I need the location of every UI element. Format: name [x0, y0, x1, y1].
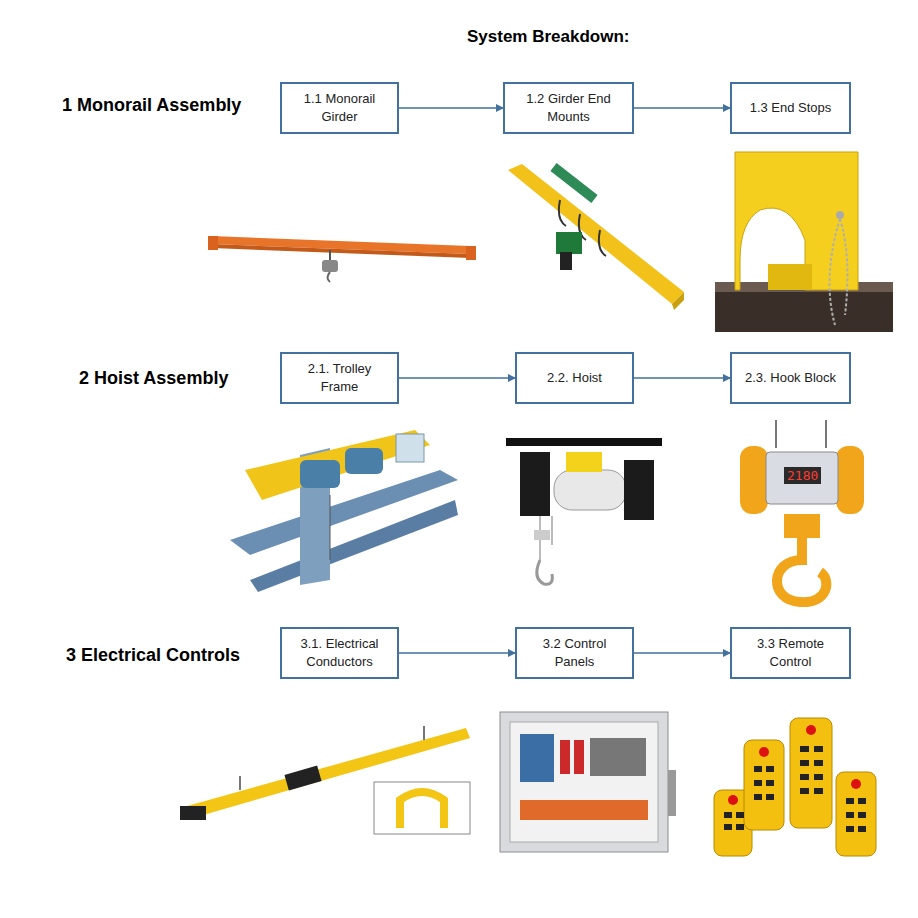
- flow-arrow: [399, 652, 515, 654]
- box-label: 3.1. Electrical Conductors: [290, 635, 389, 671]
- process-box: 2.3. Hook Block: [730, 352, 851, 404]
- flow-arrow: [399, 107, 503, 109]
- box-label: 1.1 Monorail Girder: [290, 90, 389, 126]
- process-box: 2.1. Trolley Frame: [280, 352, 399, 404]
- conductor-rail-picture: [180, 726, 470, 834]
- box-content: 3.3 Remote Control: [740, 635, 841, 671]
- process-box: 1.2 Girder End Mounts: [503, 82, 634, 134]
- control-panel-picture: [500, 712, 676, 852]
- box-label: 3.2 Control Panels: [525, 635, 624, 671]
- trolley-frame-picture: [230, 430, 458, 592]
- box-content: 2.3. Hook Block: [745, 369, 836, 387]
- hook-block-picture: [740, 420, 864, 602]
- box-label: 3.3 Remote Control: [740, 635, 841, 671]
- flow-arrow: [634, 107, 730, 109]
- box-label: 2.1. Trolley Frame: [290, 360, 389, 396]
- monorail-girder-picture: [208, 236, 476, 282]
- process-box: 2.2. Hoist: [515, 352, 634, 404]
- box-content: 3.1. Electrical Conductors: [290, 635, 389, 671]
- box-content: 2.2. Hoist: [547, 369, 602, 387]
- box-content: 1.2 Girder End Mounts: [513, 90, 624, 126]
- box-label: 2.3. Hook Block: [745, 369, 836, 387]
- process-box: 3.2 Control Panels: [515, 627, 634, 679]
- process-box: 1.3 End Stops: [730, 82, 851, 134]
- box-label: 1.3 End Stops: [750, 99, 832, 117]
- girder-end-mounts-picture: [508, 163, 684, 310]
- group-heading: 2 Hoist Assembly: [79, 368, 228, 389]
- box-label: 2.2. Hoist: [547, 369, 602, 387]
- process-box: 3.1. Electrical Conductors: [280, 627, 399, 679]
- box-content: 1.1 Monorail Girder: [290, 90, 389, 126]
- hoist-picture: [506, 438, 662, 584]
- box-content: 3.2 Control Panels: [525, 635, 624, 671]
- end-stop-picture: [715, 152, 893, 332]
- flow-arrow: [634, 652, 730, 654]
- flow-arrow: [634, 377, 730, 379]
- box-content: 1.3 End Stops: [750, 99, 832, 117]
- scale-display: 2180: [784, 467, 821, 484]
- group-heading: 1 Monorail Assembly: [62, 95, 241, 116]
- flow-arrow: [399, 377, 515, 379]
- remote-controls-picture: [714, 718, 876, 856]
- process-box: 1.1 Monorail Girder: [280, 82, 399, 134]
- box-content: 2.1. Trolley Frame: [290, 360, 389, 396]
- diagram-title: System Breakdown:: [467, 27, 630, 47]
- group-heading: 3 Electrical Controls: [66, 645, 240, 666]
- process-box: 3.3 Remote Control: [730, 627, 851, 679]
- box-label: 1.2 Girder End Mounts: [513, 90, 624, 126]
